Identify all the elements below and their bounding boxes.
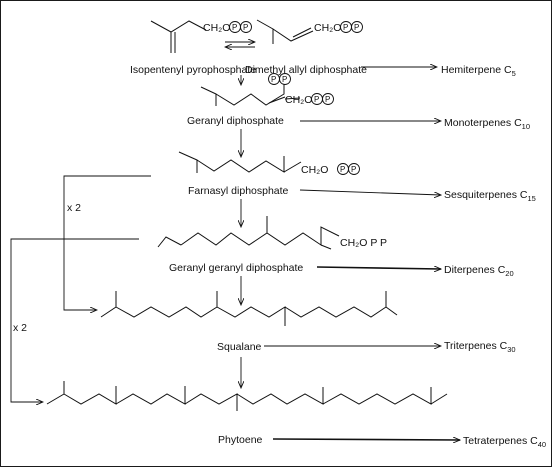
ch2o-group: CH₂O [301, 164, 328, 176]
svg-text:P: P [351, 165, 356, 174]
tetraterpenes-label: Tetraterpenes C40 [463, 435, 546, 449]
svg-text:P: P [282, 75, 287, 84]
sesquiterpenes-label: Sesquiterpenes C15 [444, 189, 536, 203]
ch2o-pp-group: CH₂O P P [340, 237, 387, 249]
triterpenes-label: Triterpenes C30 [444, 340, 516, 354]
ggpp-dimerization-arrow [10, 238, 139, 402]
gpp-label: Geranyl diphosphate [187, 115, 284, 127]
fpp-label: Farnasyl diphosphate [188, 185, 289, 197]
hemiterpene-label: Hemiterpene C5 [441, 64, 516, 78]
svg-text:P: P [343, 23, 348, 32]
fpp-structure [178, 151, 302, 173]
monoterpenes-label: Monoterpenes C10 [444, 117, 530, 131]
ipp-label: Isopentenyl pyrophosphate [130, 64, 256, 76]
squalene-structure [100, 291, 398, 326]
dmapp-label: Dimethyl allyl diphosphate [245, 64, 367, 76]
squalene-label: Squalane [217, 341, 262, 353]
arrow-to-sesquiterpenes [299, 189, 441, 195]
fpp-dimerization-arrow [63, 175, 151, 310]
dmapp-structure [256, 19, 314, 44]
arrow-to-diterpenes [316, 267, 441, 269]
diterpenes-label: Diterpenes C20 [444, 264, 514, 278]
ipp-structure [150, 20, 207, 53]
gpp-structure [200, 81, 301, 106]
svg-text:P: P [271, 75, 276, 84]
phytoene-label: Phytoene [218, 434, 263, 446]
phytoene-structure [46, 381, 448, 411]
ggpp-label: Geranyl geranyl diphosphate [169, 262, 303, 274]
svg-text:P: P [340, 165, 345, 174]
phosphate-circles: P P P P P P P P P P [229, 21, 363, 175]
svg-text:P: P [325, 95, 330, 104]
svg-text:P: P [243, 23, 248, 32]
svg-text:P: P [354, 23, 359, 32]
multiplier-lower: x 2 [13, 322, 27, 334]
ch2o-group: CH₂O [314, 22, 341, 34]
ggpp-structure [157, 216, 340, 250]
arrow-to-tetraterpenes [272, 439, 460, 440]
svg-text:P: P [232, 23, 237, 32]
svg-text:P: P [314, 95, 319, 104]
multiplier-upper: x 2 [67, 202, 81, 214]
ch2o-group: CH₂O [285, 94, 312, 106]
ch2o-group: CH₂O [203, 22, 230, 34]
